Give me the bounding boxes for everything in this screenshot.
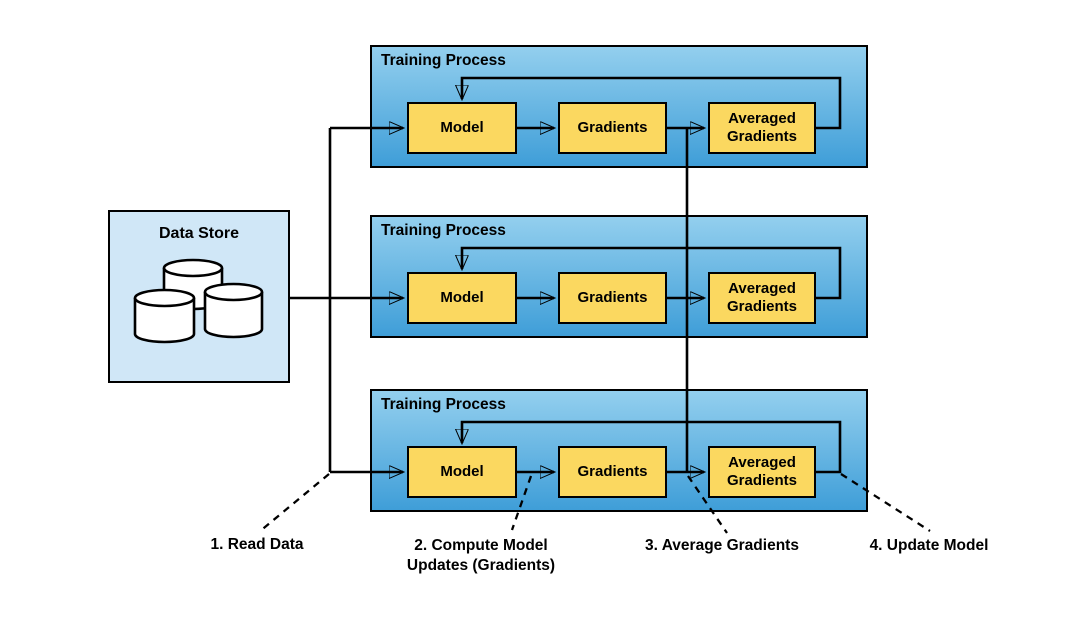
- leader-read-data: [258, 473, 330, 533]
- annotation-compute-model-updates: 2. Compute Model Updates (Gradients): [406, 537, 556, 574]
- model-node-2: Model: [407, 272, 517, 324]
- gradients-node-1: Gradients: [558, 102, 667, 154]
- annotation-average-gradients: 3. Average Gradients: [645, 537, 799, 554]
- averaged-gradients-node-1: Averaged Gradients: [708, 102, 816, 154]
- database-cylinders-icon: [133, 258, 264, 344]
- training-process-3-label: Training Process: [381, 396, 506, 413]
- averaged-gradients-node-2: Averaged Gradients: [708, 272, 816, 324]
- annotation-read-data: 1. Read Data: [210, 536, 304, 553]
- model-node-3: Model: [407, 446, 517, 498]
- model-node-1: Model: [407, 102, 517, 154]
- annotation-update-model: 4. Update Model: [869, 537, 989, 554]
- training-process-2-label: Training Process: [381, 222, 506, 239]
- gradients-node-3: Gradients: [558, 446, 667, 498]
- data-store-box: Data Store: [108, 210, 290, 383]
- data-store-label: Data Store: [158, 225, 240, 242]
- training-process-1-label: Training Process: [381, 52, 506, 69]
- gradients-node-2: Gradients: [558, 272, 667, 324]
- averaged-gradients-node-3: Averaged Gradients: [708, 446, 816, 498]
